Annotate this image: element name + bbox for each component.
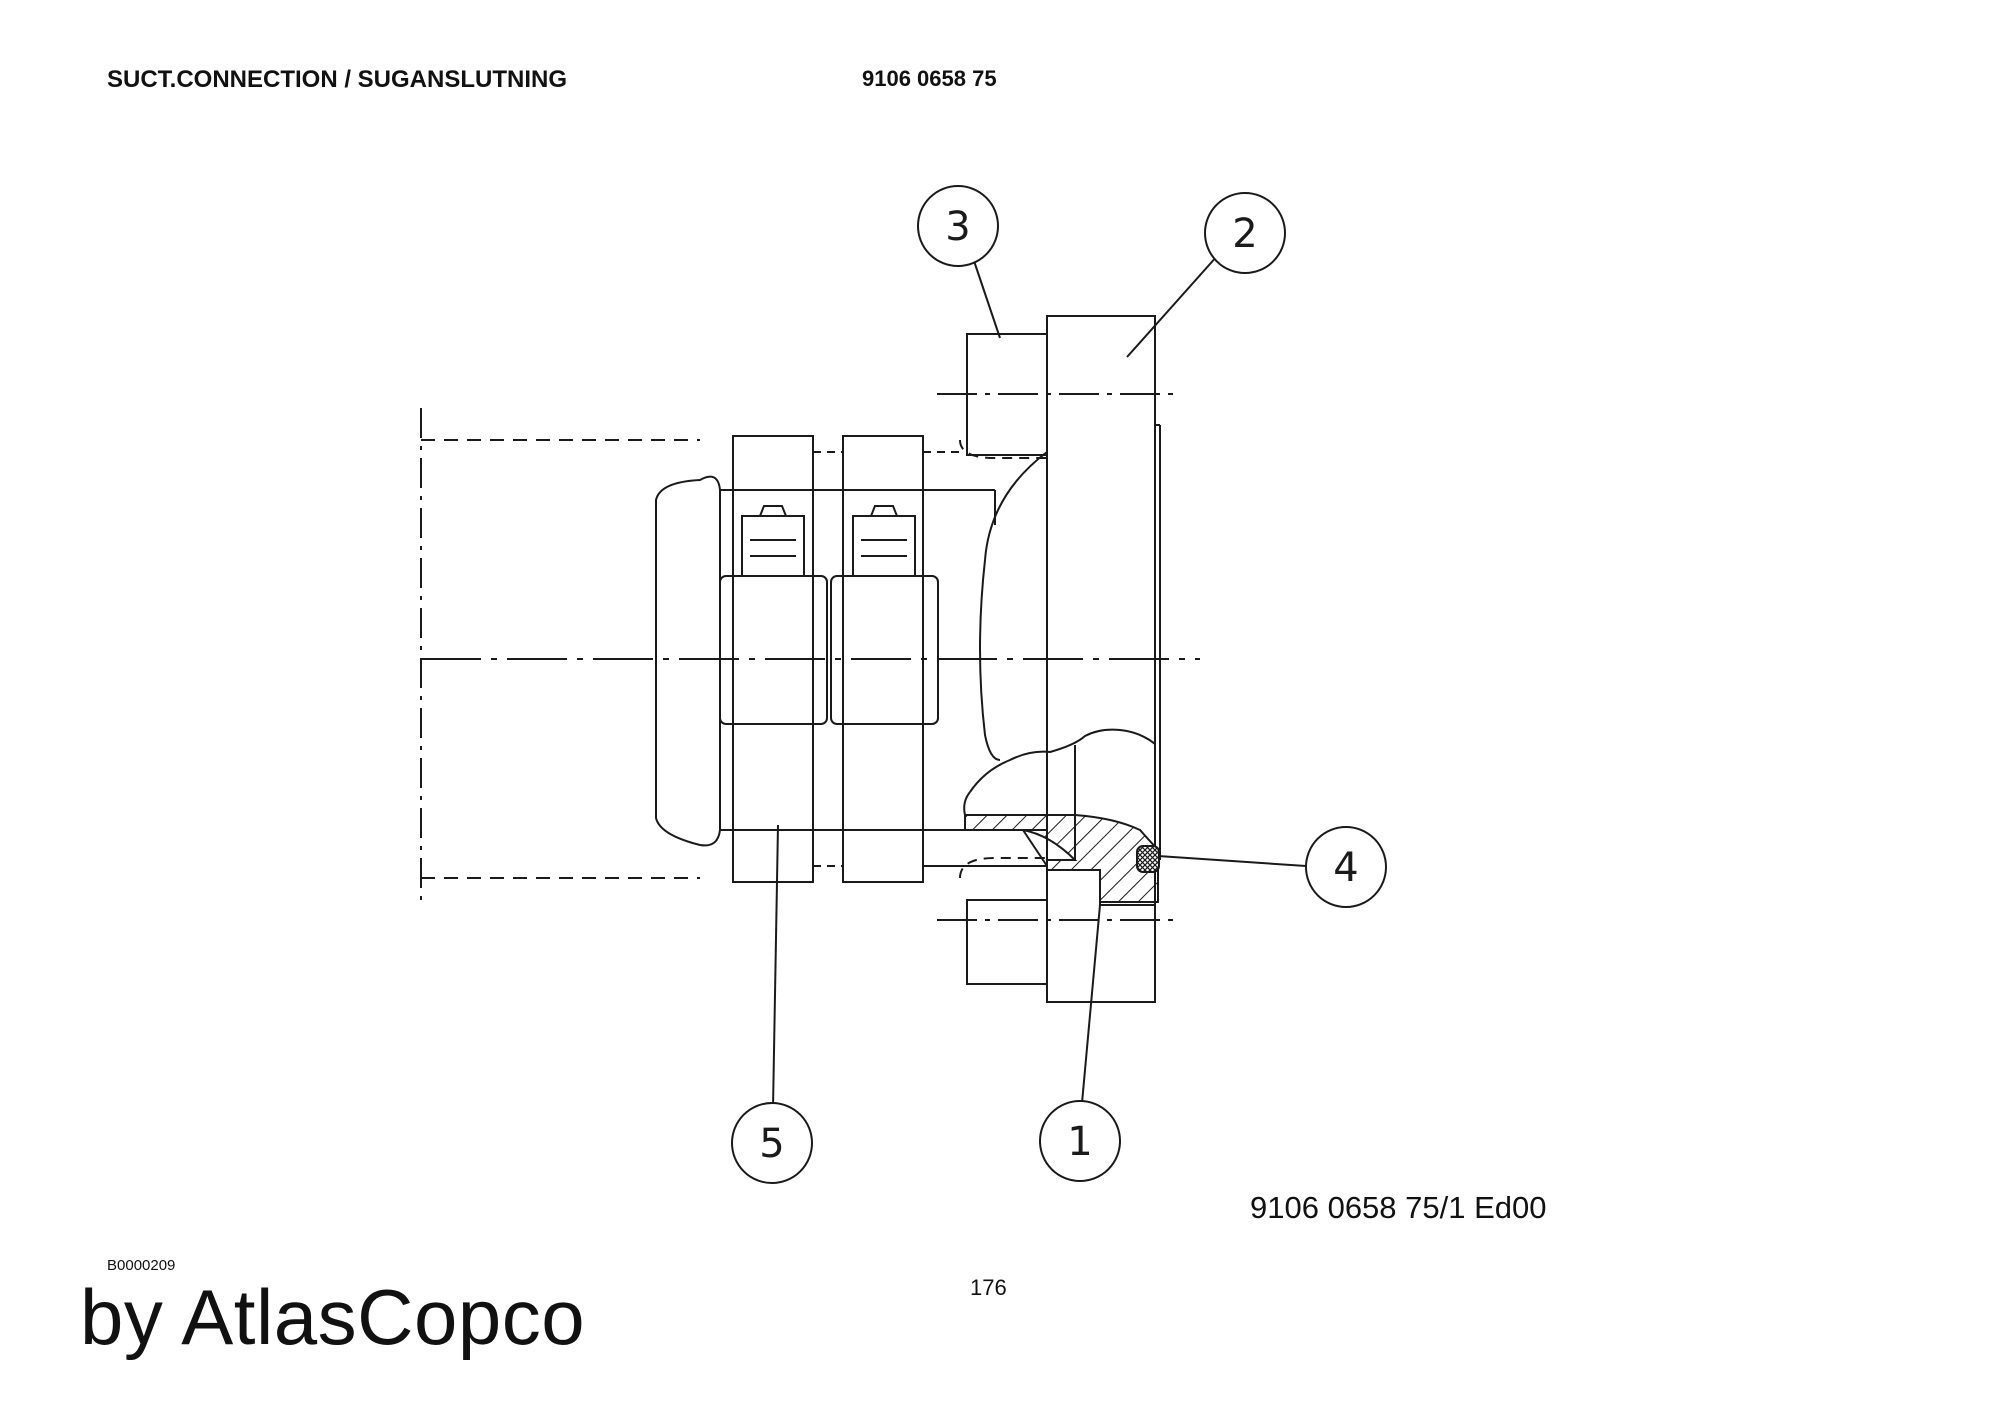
balloon-4-label: 4 [1333, 845, 1358, 891]
breakout-boundary [969, 728, 1156, 793]
leader-line-1 [1081, 904, 1101, 1104]
clamp-band-1 [732, 435, 814, 883]
page-number: 176 [970, 1275, 1007, 1300]
part-number: 9106 0658 75 [862, 66, 997, 91]
drawing-reference: 9106 0658 75/1 Ed00 [1250, 1190, 1547, 1225]
leader-line-5 [772, 824, 779, 1109]
balloon-1: 1 [1039, 1100, 1121, 1182]
clamp-screw-2 [852, 515, 916, 577]
balloon-3-label: 3 [945, 204, 970, 250]
document-id: B0000209 [107, 1257, 176, 1274]
flange-internal-curve [979, 451, 1048, 761]
balloon-1-label: 1 [1067, 1119, 1092, 1165]
clamp-housing-1 [719, 575, 828, 725]
balloon-5: 5 [731, 1102, 813, 1184]
balloon-4: 4 [1305, 826, 1387, 908]
o-ring [1136, 845, 1160, 873]
spigot-section-hatched [964, 814, 1159, 903]
leader-line-3 [971, 254, 1001, 339]
balloon-2: 2 [1204, 192, 1286, 274]
balloon-2-label: 2 [1232, 211, 1257, 257]
clamp-screw-1 [741, 515, 805, 577]
brand-logo-text: by AtlasCopco [80, 1273, 586, 1361]
page-title: SUCT.CONNECTION / SUGANSLUTNING [107, 66, 568, 93]
balloon-5-label: 5 [759, 1121, 784, 1167]
balloon-3: 3 [917, 185, 999, 267]
leader-line-2 [1126, 254, 1219, 358]
leader-line-4 [1157, 855, 1307, 867]
clamp-band-2 [842, 435, 924, 883]
clamp-housing-2 [830, 575, 939, 725]
bolt-head-bottom [966, 899, 1047, 985]
hose-end-cap [655, 475, 721, 847]
